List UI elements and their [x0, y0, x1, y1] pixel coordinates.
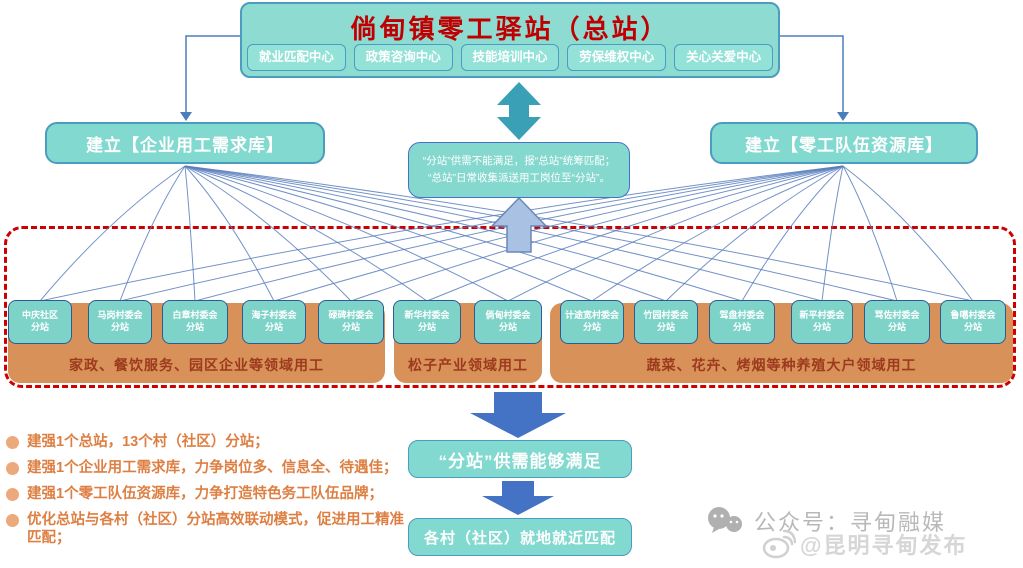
- substation-box: 中庆社区分站: [8, 300, 72, 344]
- substation-box: 驾盘村委会分站: [709, 300, 775, 344]
- bullet-text: 优化总站与各村（社区）分站高效联动模式，促进用工精准匹配；: [27, 511, 404, 547]
- substation-box: 白章村委会分站: [162, 300, 228, 344]
- down-arrow-large-icon: [470, 392, 566, 438]
- substation-name: 驾盘村委会: [719, 310, 765, 321]
- sector-label: 蔬菜、花卉、烤烟等种养殖大户领域用工: [646, 357, 917, 373]
- flow-match-box: 各村（社区）就地就近匹配: [408, 518, 632, 556]
- substation-name: 骂佐村委会: [874, 310, 920, 321]
- bullet-item: 建强1个零工队伍资源库，力争打造特色务工队伍品牌；: [6, 485, 406, 504]
- substation-suffix: 分站: [963, 322, 982, 332]
- main-station-box: 倘甸镇零工驿站（总站） 就业匹配中心 政策咨询中心 技能培训中心 劳保维权中心 …: [240, 2, 780, 78]
- substation-suffix: 分站: [264, 322, 283, 332]
- substation-name: 新华村委会: [404, 310, 450, 321]
- substation-name: 计途宽村委会: [564, 310, 619, 321]
- substation-box: 倘甸村委会分站: [474, 300, 542, 344]
- substation-suffix: 分站: [417, 322, 436, 332]
- weibo-watermark: @昆明寻甸发布: [762, 528, 967, 560]
- substation-suffix: 分站: [656, 322, 675, 332]
- substation-box: 海子村委会分站: [242, 300, 306, 344]
- bullet-text: 建强1个企业用工需求库，力争岗位多、信息全、待遇佳；: [27, 459, 398, 476]
- substation-box: 鲁噶村委会分站: [940, 300, 1006, 344]
- substation-name: 竹园村委会: [643, 310, 689, 321]
- substation-box: 新平村委会分站: [791, 300, 853, 344]
- substation-name: 鲁噶村委会: [950, 310, 996, 321]
- substation-name: 碌碑村委会: [328, 310, 374, 321]
- substation-suffix: 分站: [30, 322, 49, 332]
- substation-box: 骂佐村委会分站: [864, 300, 930, 344]
- bullet-item: 建强1个企业用工需求库，力争岗位多、信息全、待遇佳；: [6, 459, 406, 478]
- connector-right: [778, 35, 844, 112]
- sector-label: 松子产业领域用工: [408, 357, 528, 373]
- substation-suffix: 分站: [498, 322, 517, 332]
- bullet-dot-icon: [6, 487, 19, 501]
- center-care: 关心关爱中心: [674, 44, 773, 71]
- dispatch-note-line1: “分站”供需不能满足，报“总站”统筹匹配；: [422, 154, 616, 167]
- substation-box: 计途宽村委会分站: [560, 300, 624, 344]
- substation-name: 中庆社区: [21, 310, 58, 321]
- substation-box: 马岗村委会分站: [88, 300, 152, 344]
- dispatch-note-line2: “总站”日常收集派送用工岗位至“分站”。: [428, 172, 610, 184]
- substation-box: 竹园村委会分站: [634, 300, 698, 344]
- bullet-text: 建强1个总站，13个村（社区）分站；: [27, 434, 269, 450]
- center-policy-consult: 政策咨询中心: [353, 44, 453, 71]
- main-station-title: 倘甸镇零工驿站（总站）: [350, 14, 670, 44]
- substation-suffix: 分站: [812, 322, 831, 332]
- summary-bullets: 建强1个总站，13个村（社区）分站； 建强1个企业用工需求库，力争岗位多、信息全…: [6, 433, 406, 555]
- substation-name: 新平村委会: [799, 310, 845, 321]
- substation-suffix: 分站: [887, 322, 906, 332]
- center-employment-match: 就业匹配中心: [247, 44, 346, 71]
- bullet-dot-icon: [6, 461, 19, 475]
- substation-suffix: 分站: [185, 322, 204, 332]
- enterprise-demand-db-box: 建立【企业用工需求库】: [45, 122, 325, 164]
- double-arrow-icon: [497, 82, 541, 140]
- substation-suffix: 分站: [732, 322, 751, 332]
- substation-box: 新华村委会分站: [393, 300, 461, 344]
- weibo-watermark-text: @昆明寻甸发布: [800, 533, 968, 558]
- down-arrow-small-icon: [482, 481, 554, 515]
- substation-name: 海子村委会: [251, 310, 297, 321]
- weibo-icon: [762, 529, 796, 559]
- substation-suffix: 分站: [582, 322, 601, 332]
- flow-satisfied-box: “分站”供需能够满足: [408, 440, 632, 478]
- arrowhead-left: [180, 112, 192, 121]
- center-labor-rights: 劳保维权中心: [567, 44, 667, 71]
- substation-suffix: 分站: [110, 322, 129, 332]
- worker-resource-db-box: 建立【零工队伍资源库】: [710, 122, 978, 164]
- substation-name: 马岗村委会: [97, 310, 143, 321]
- bullet-dot-icon: [6, 436, 19, 449]
- service-centers-row: 就业匹配中心 政策咨询中心 技能培训中心 劳保维权中心 关心关爱中心: [247, 44, 773, 71]
- connector-left: [185, 35, 242, 112]
- sector-strip-agriculture: 蔬菜、花卉、烤烟等种养殖大户领域用工: [550, 303, 1013, 383]
- substation-suffix: 分站: [341, 322, 360, 332]
- sector-label: 家政、餐饮服务、园区企业等领域用工: [69, 357, 324, 373]
- bullet-item: 建强1个总站，13个村（社区）分站；: [6, 433, 406, 452]
- bullet-item: 优化总站与各村（社区）分站高效联动模式，促进用工精准匹配；: [6, 511, 406, 549]
- substation-name: 白章村委会: [172, 310, 218, 321]
- bullet-dot-icon: [6, 513, 19, 527]
- dispatch-note-box: “分站”供需不能满足，报“总站”统筹匹配； “总站”日常收集派送用工岗位至“分站…: [408, 142, 630, 198]
- center-skill-training: 技能培训中心: [460, 44, 560, 71]
- arrowhead-right: [837, 112, 849, 121]
- bullet-text: 建强1个零工队伍资源库，力争打造特色务工队伍品牌；: [27, 485, 384, 502]
- substation-box: 碌碑村委会分站: [318, 300, 384, 344]
- substation-name: 倘甸村委会: [485, 310, 531, 321]
- wechat-icon: [708, 507, 742, 533]
